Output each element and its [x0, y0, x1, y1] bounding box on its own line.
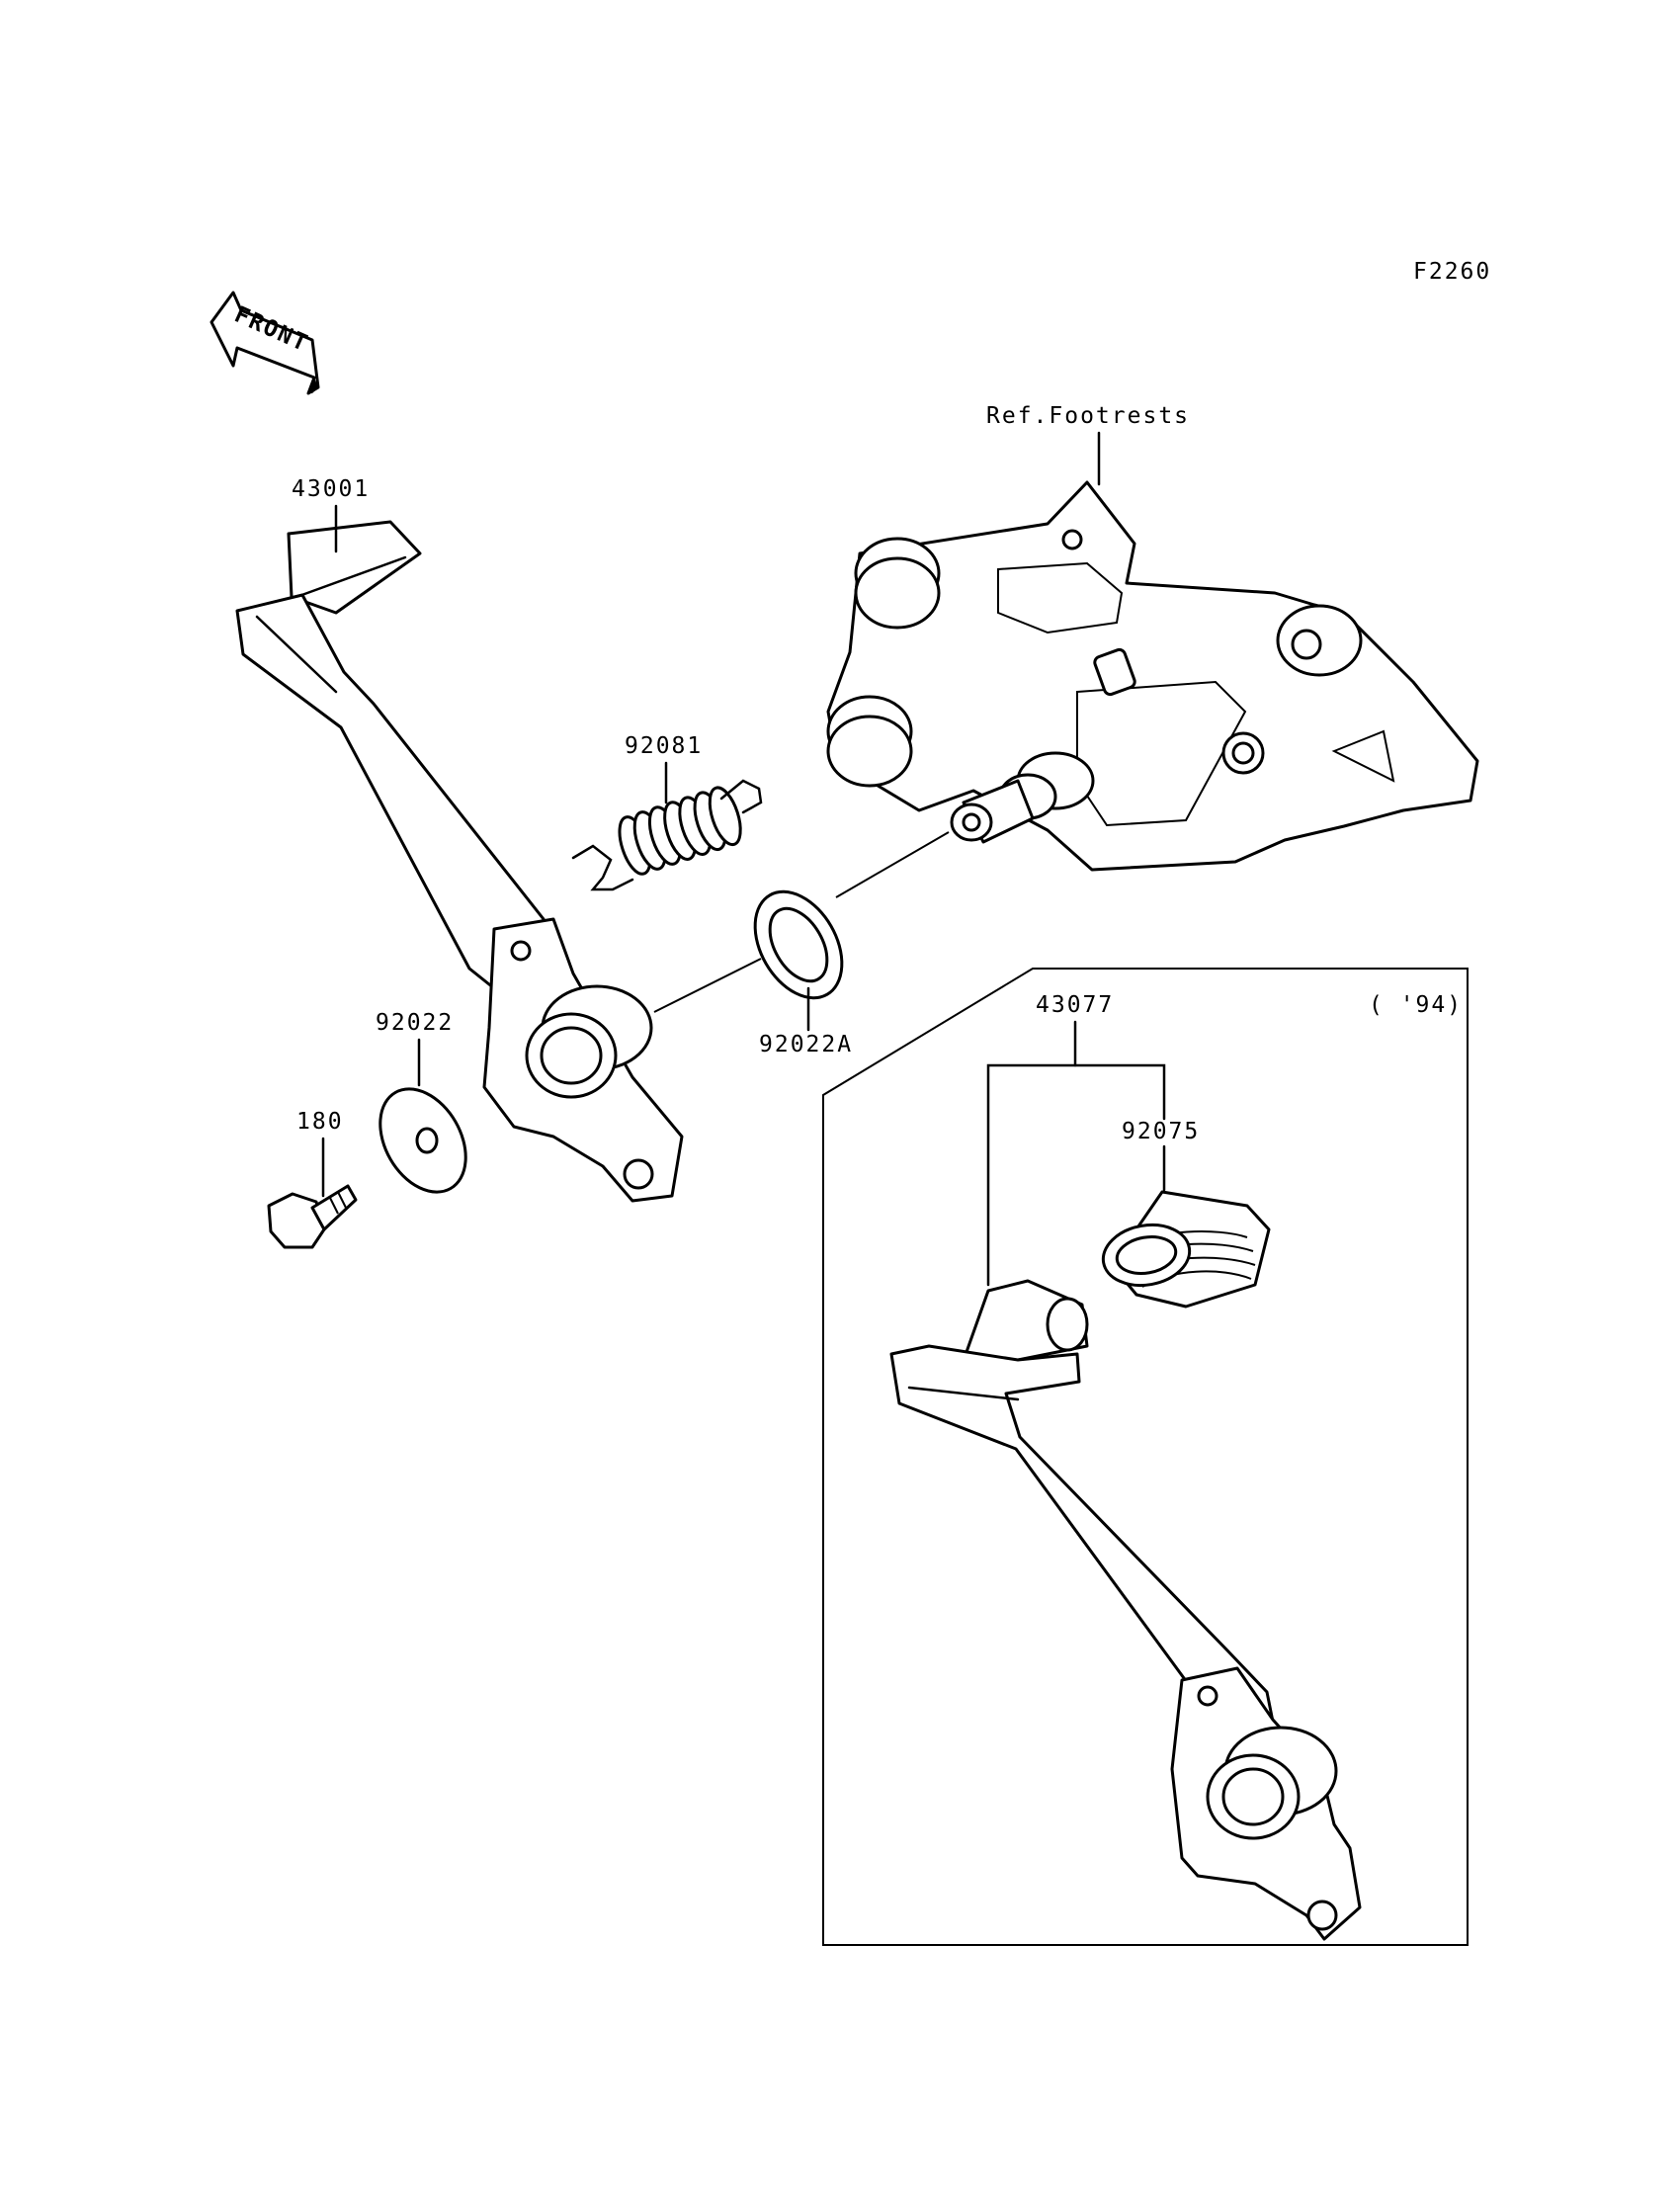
label-43001: 43001: [292, 476, 370, 502]
label-92075: 92075: [1122, 1119, 1200, 1144]
label-92022A: 92022A: [759, 1032, 853, 1057]
bolt-180: [267, 1184, 358, 1249]
washer-92022: [378, 1087, 467, 1194]
brake-pedal-43001: [235, 520, 684, 1203]
figure-code: F2260: [1413, 259, 1491, 285]
label-43077: 43077: [1036, 992, 1114, 1018]
inset-frame: [822, 968, 1469, 1946]
leader-43077-bracket: [986, 1063, 1166, 1287]
front-arrow-icon: FRONT: [210, 291, 320, 395]
return-spring-92081: [571, 779, 763, 891]
brake-pedal-43077: [889, 1279, 1362, 1941]
washer-92022A: [753, 889, 844, 1000]
label-92022: 92022: [376, 1010, 454, 1036]
label-92081: 92081: [625, 733, 703, 759]
label-ref-footrests: Ref.Footrests: [986, 403, 1190, 429]
inset-note: ( '94): [1369, 992, 1463, 1018]
label-180: 180: [296, 1109, 344, 1135]
footrest-bracket: [826, 480, 1479, 872]
axis-line-shaft: [835, 831, 950, 898]
pedal-rubber-92075: [1101, 1190, 1271, 1309]
axis-line-pedal: [653, 958, 762, 1013]
inset-1994-variant: ( '94) 43077 92075: [822, 968, 1469, 1946]
